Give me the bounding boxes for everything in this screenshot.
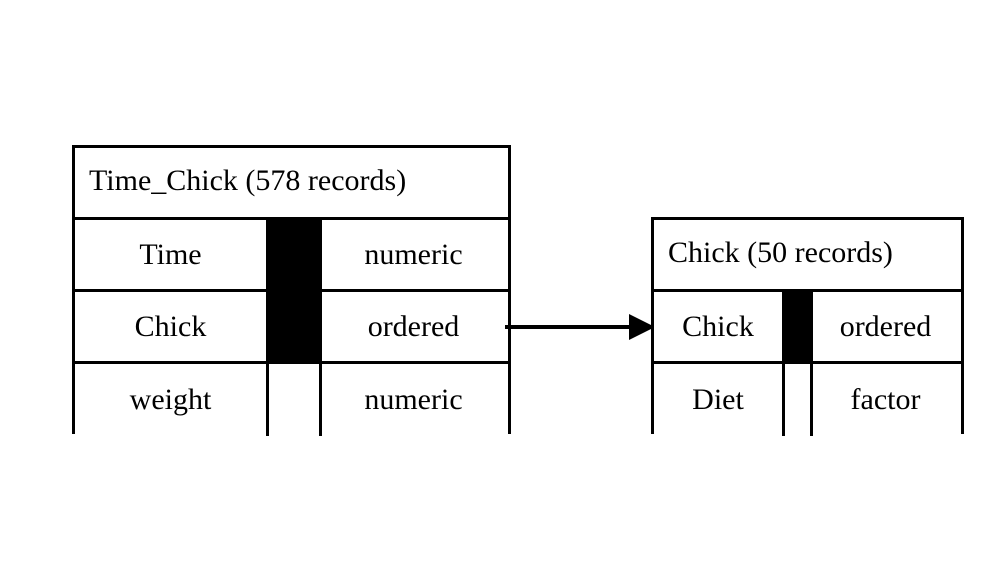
field-name: Chick <box>134 309 207 343</box>
field-row[interactable]: Time numeric <box>75 220 508 292</box>
field-type: ordered <box>367 309 460 343</box>
entity-table-chick[interactable]: Chick (50 records) Chick ordered Diet fa… <box>651 217 964 436</box>
entity-table-time-chick[interactable]: Time_Chick (578 records) Time numeric Ch… <box>72 145 511 436</box>
key-indicator <box>266 292 322 361</box>
entity-title-time-chick: Time_Chick (578 records) <box>75 148 508 220</box>
field-name: weight <box>129 383 212 416</box>
field-row[interactable]: weight numeric <box>75 364 508 436</box>
key-indicator <box>782 364 813 436</box>
field-row[interactable]: Chick ordered <box>75 292 508 364</box>
key-indicator <box>266 220 322 289</box>
field-type: numeric <box>364 383 463 416</box>
field-name: Chick <box>682 309 754 343</box>
field-row[interactable]: Chick ordered <box>654 292 961 364</box>
field-name: Time <box>139 237 202 271</box>
entity-title-chick: Chick (50 records) <box>654 220 961 292</box>
field-row[interactable]: Diet factor <box>654 364 961 436</box>
field-type: numeric <box>364 237 463 271</box>
field-name: Diet <box>692 383 744 416</box>
field-type: ordered <box>839 309 932 343</box>
key-indicator <box>266 364 322 436</box>
field-type: factor <box>850 383 921 416</box>
key-indicator <box>782 292 813 361</box>
relationship-arrow-icon <box>505 314 655 340</box>
